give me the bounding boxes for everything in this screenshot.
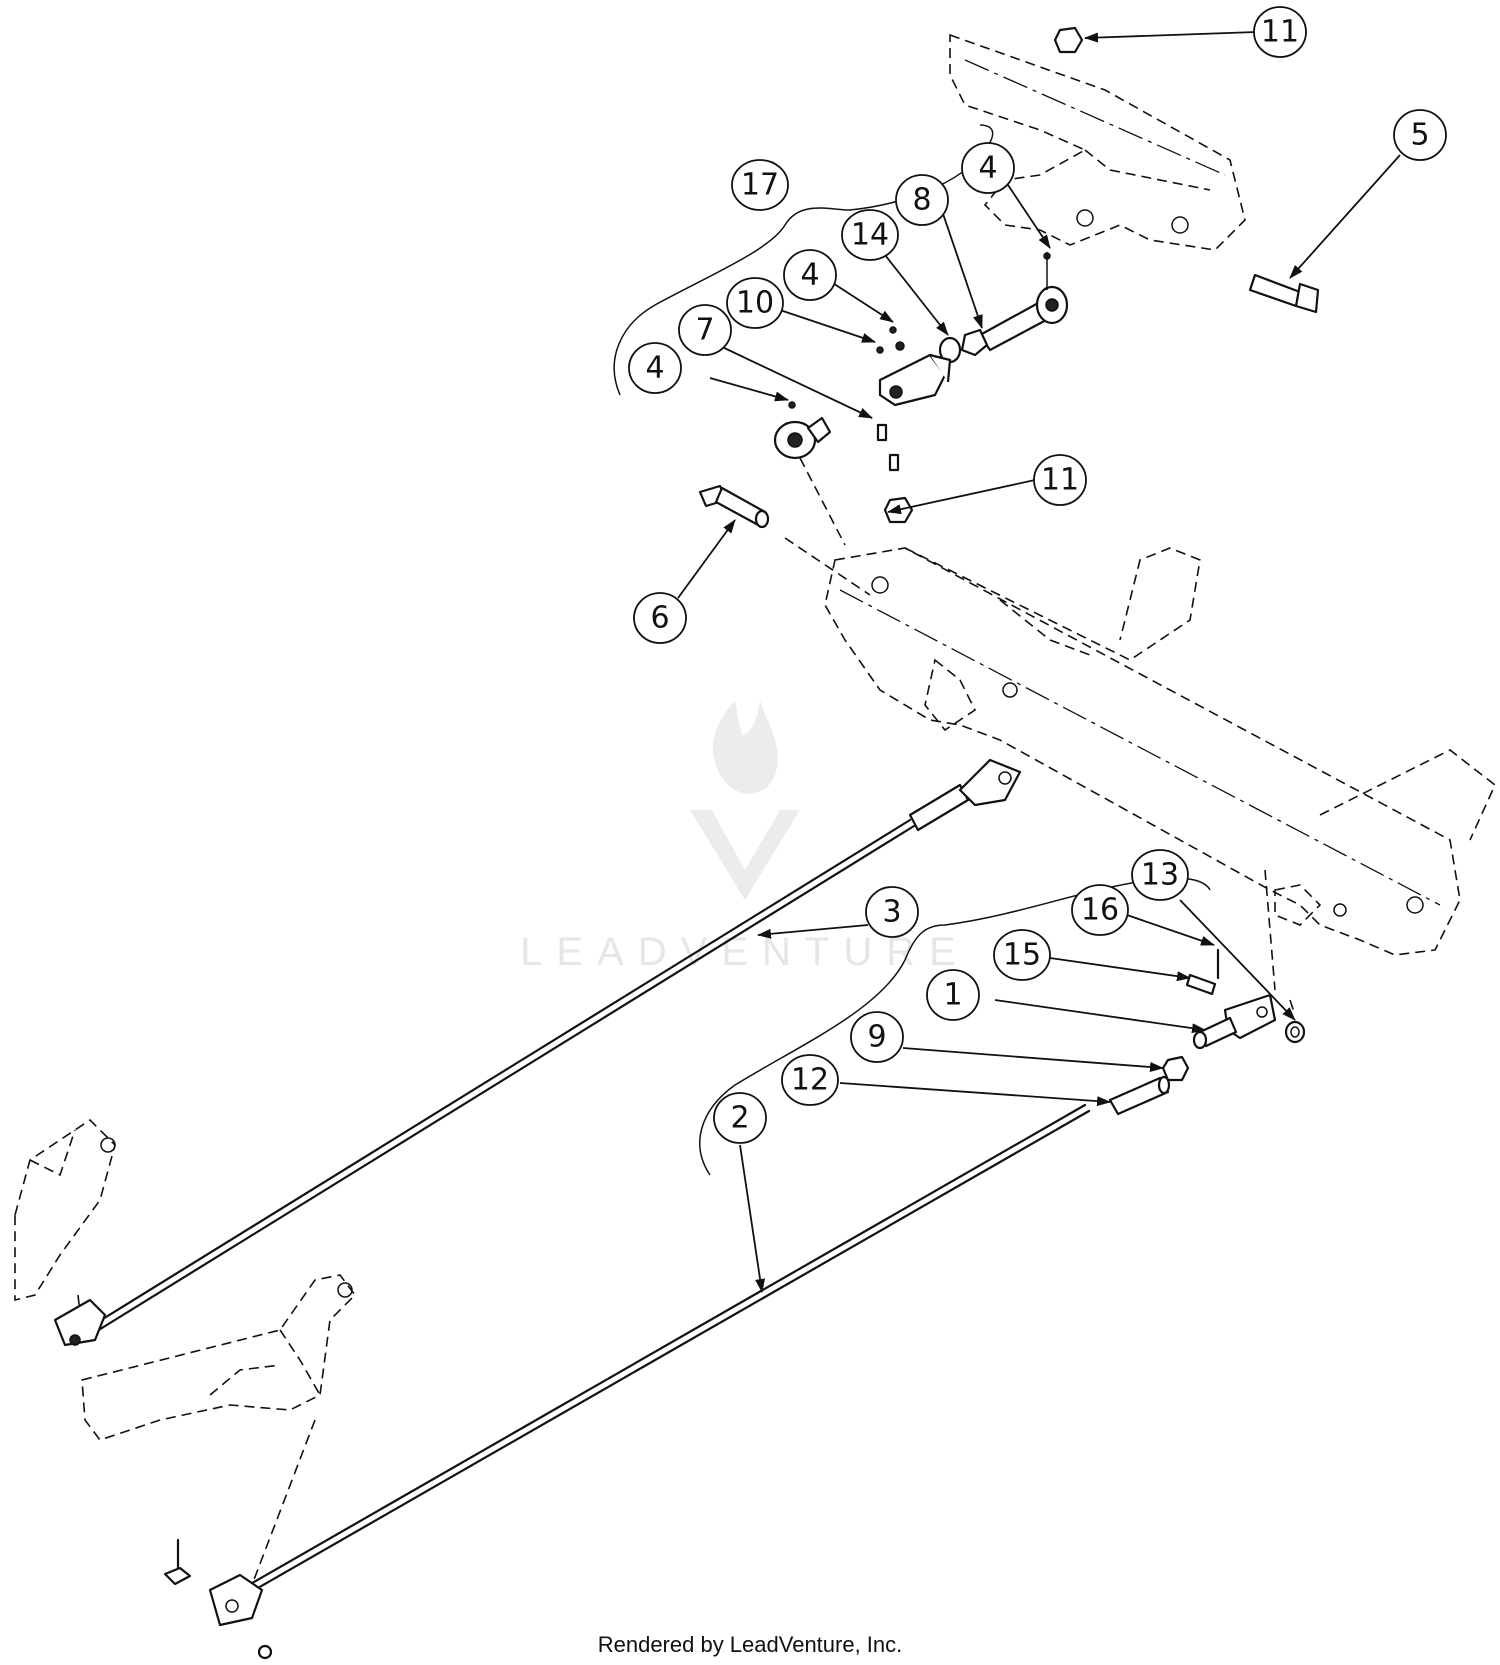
callout-label: 6 — [650, 601, 669, 636]
callout-label: 12 — [791, 1063, 829, 1098]
callout-label: 17 — [741, 168, 779, 203]
footer-credit: Rendered by LeadVenture, Inc. — [597, 1632, 903, 1657]
leader-lines — [677, 31, 1401, 1293]
callout-label: 14 — [851, 218, 889, 253]
callout-label: 13 — [1141, 858, 1179, 893]
callout-label: 16 — [1081, 893, 1119, 928]
callout-12[interactable]: 12 — [781, 1054, 839, 1106]
callout-14[interactable]: 14 — [841, 209, 899, 261]
callout-15[interactable]: 15 — [993, 929, 1051, 981]
rod-3 — [53, 758, 1022, 1347]
callout-label: 11 — [1041, 463, 1079, 498]
callout-3[interactable]: 3 — [865, 886, 919, 938]
callout-label: 3 — [882, 895, 901, 930]
axle-frame — [824, 547, 1496, 956]
callout-2[interactable]: 2 — [713, 1092, 767, 1144]
callout-5[interactable]: 5 — [1393, 109, 1447, 161]
callout-4-left[interactable]: 4 — [628, 342, 682, 394]
lower-hardware — [1108, 869, 1306, 1116]
callout-label: 9 — [867, 1020, 886, 1055]
callout-8[interactable]: 8 — [895, 174, 949, 226]
callout-label: 7 — [695, 313, 714, 348]
callout-label: 11 — [1261, 15, 1299, 50]
callout-4-right[interactable]: 4 — [961, 142, 1015, 194]
callout-7[interactable]: 7 — [678, 304, 732, 356]
callout-label: 10 — [736, 286, 774, 321]
callout-11-top[interactable]: 11 — [1253, 6, 1307, 58]
callout-label: 1 — [943, 978, 962, 1013]
assembly-brace-2 — [699, 877, 1211, 1176]
left-front-bracket — [14, 1118, 116, 1331]
callout-1[interactable]: 1 — [926, 969, 980, 1021]
callout-label: 15 — [1003, 938, 1041, 973]
left-rear-bracket — [81, 1274, 357, 1591]
rod-2 — [163, 1103, 1091, 1660]
callout-11-middle[interactable]: 11 — [1033, 454, 1087, 506]
callout-13[interactable]: 13 — [1131, 849, 1189, 901]
top-hardware — [698, 26, 1320, 596]
callout-label: 4 — [645, 351, 664, 386]
callout-label: 2 — [730, 1101, 749, 1136]
callout-label: 8 — [912, 183, 931, 218]
callout-9[interactable]: 9 — [850, 1011, 904, 1063]
callout-6[interactable]: 6 — [633, 592, 687, 644]
callout-label: 4 — [978, 151, 997, 186]
leadventure-watermark: LEADVENTURE — [520, 700, 970, 974]
top-mount-bracket — [949, 33, 1246, 251]
callout-10[interactable]: 10 — [726, 277, 784, 329]
watermark-text: LEADVENTURE — [520, 930, 970, 974]
callout-17[interactable]: 17 — [731, 159, 789, 211]
callout-label: 5 — [1410, 118, 1429, 153]
callout-4-middle[interactable]: 4 — [783, 249, 837, 301]
callout-label: 4 — [800, 258, 819, 293]
callout-16[interactable]: 16 — [1071, 884, 1129, 936]
